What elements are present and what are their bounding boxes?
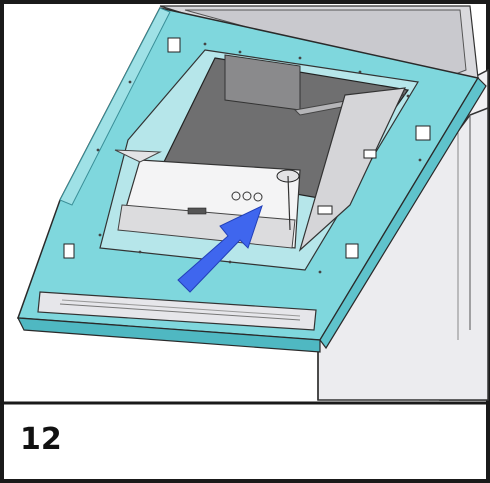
fixing-brackets: [63, 37, 431, 259]
front-light-strip: [37, 291, 317, 331]
screw-dots: [96, 42, 422, 274]
arrow-icon: [177, 205, 263, 293]
step-number: 12: [20, 422, 62, 457]
